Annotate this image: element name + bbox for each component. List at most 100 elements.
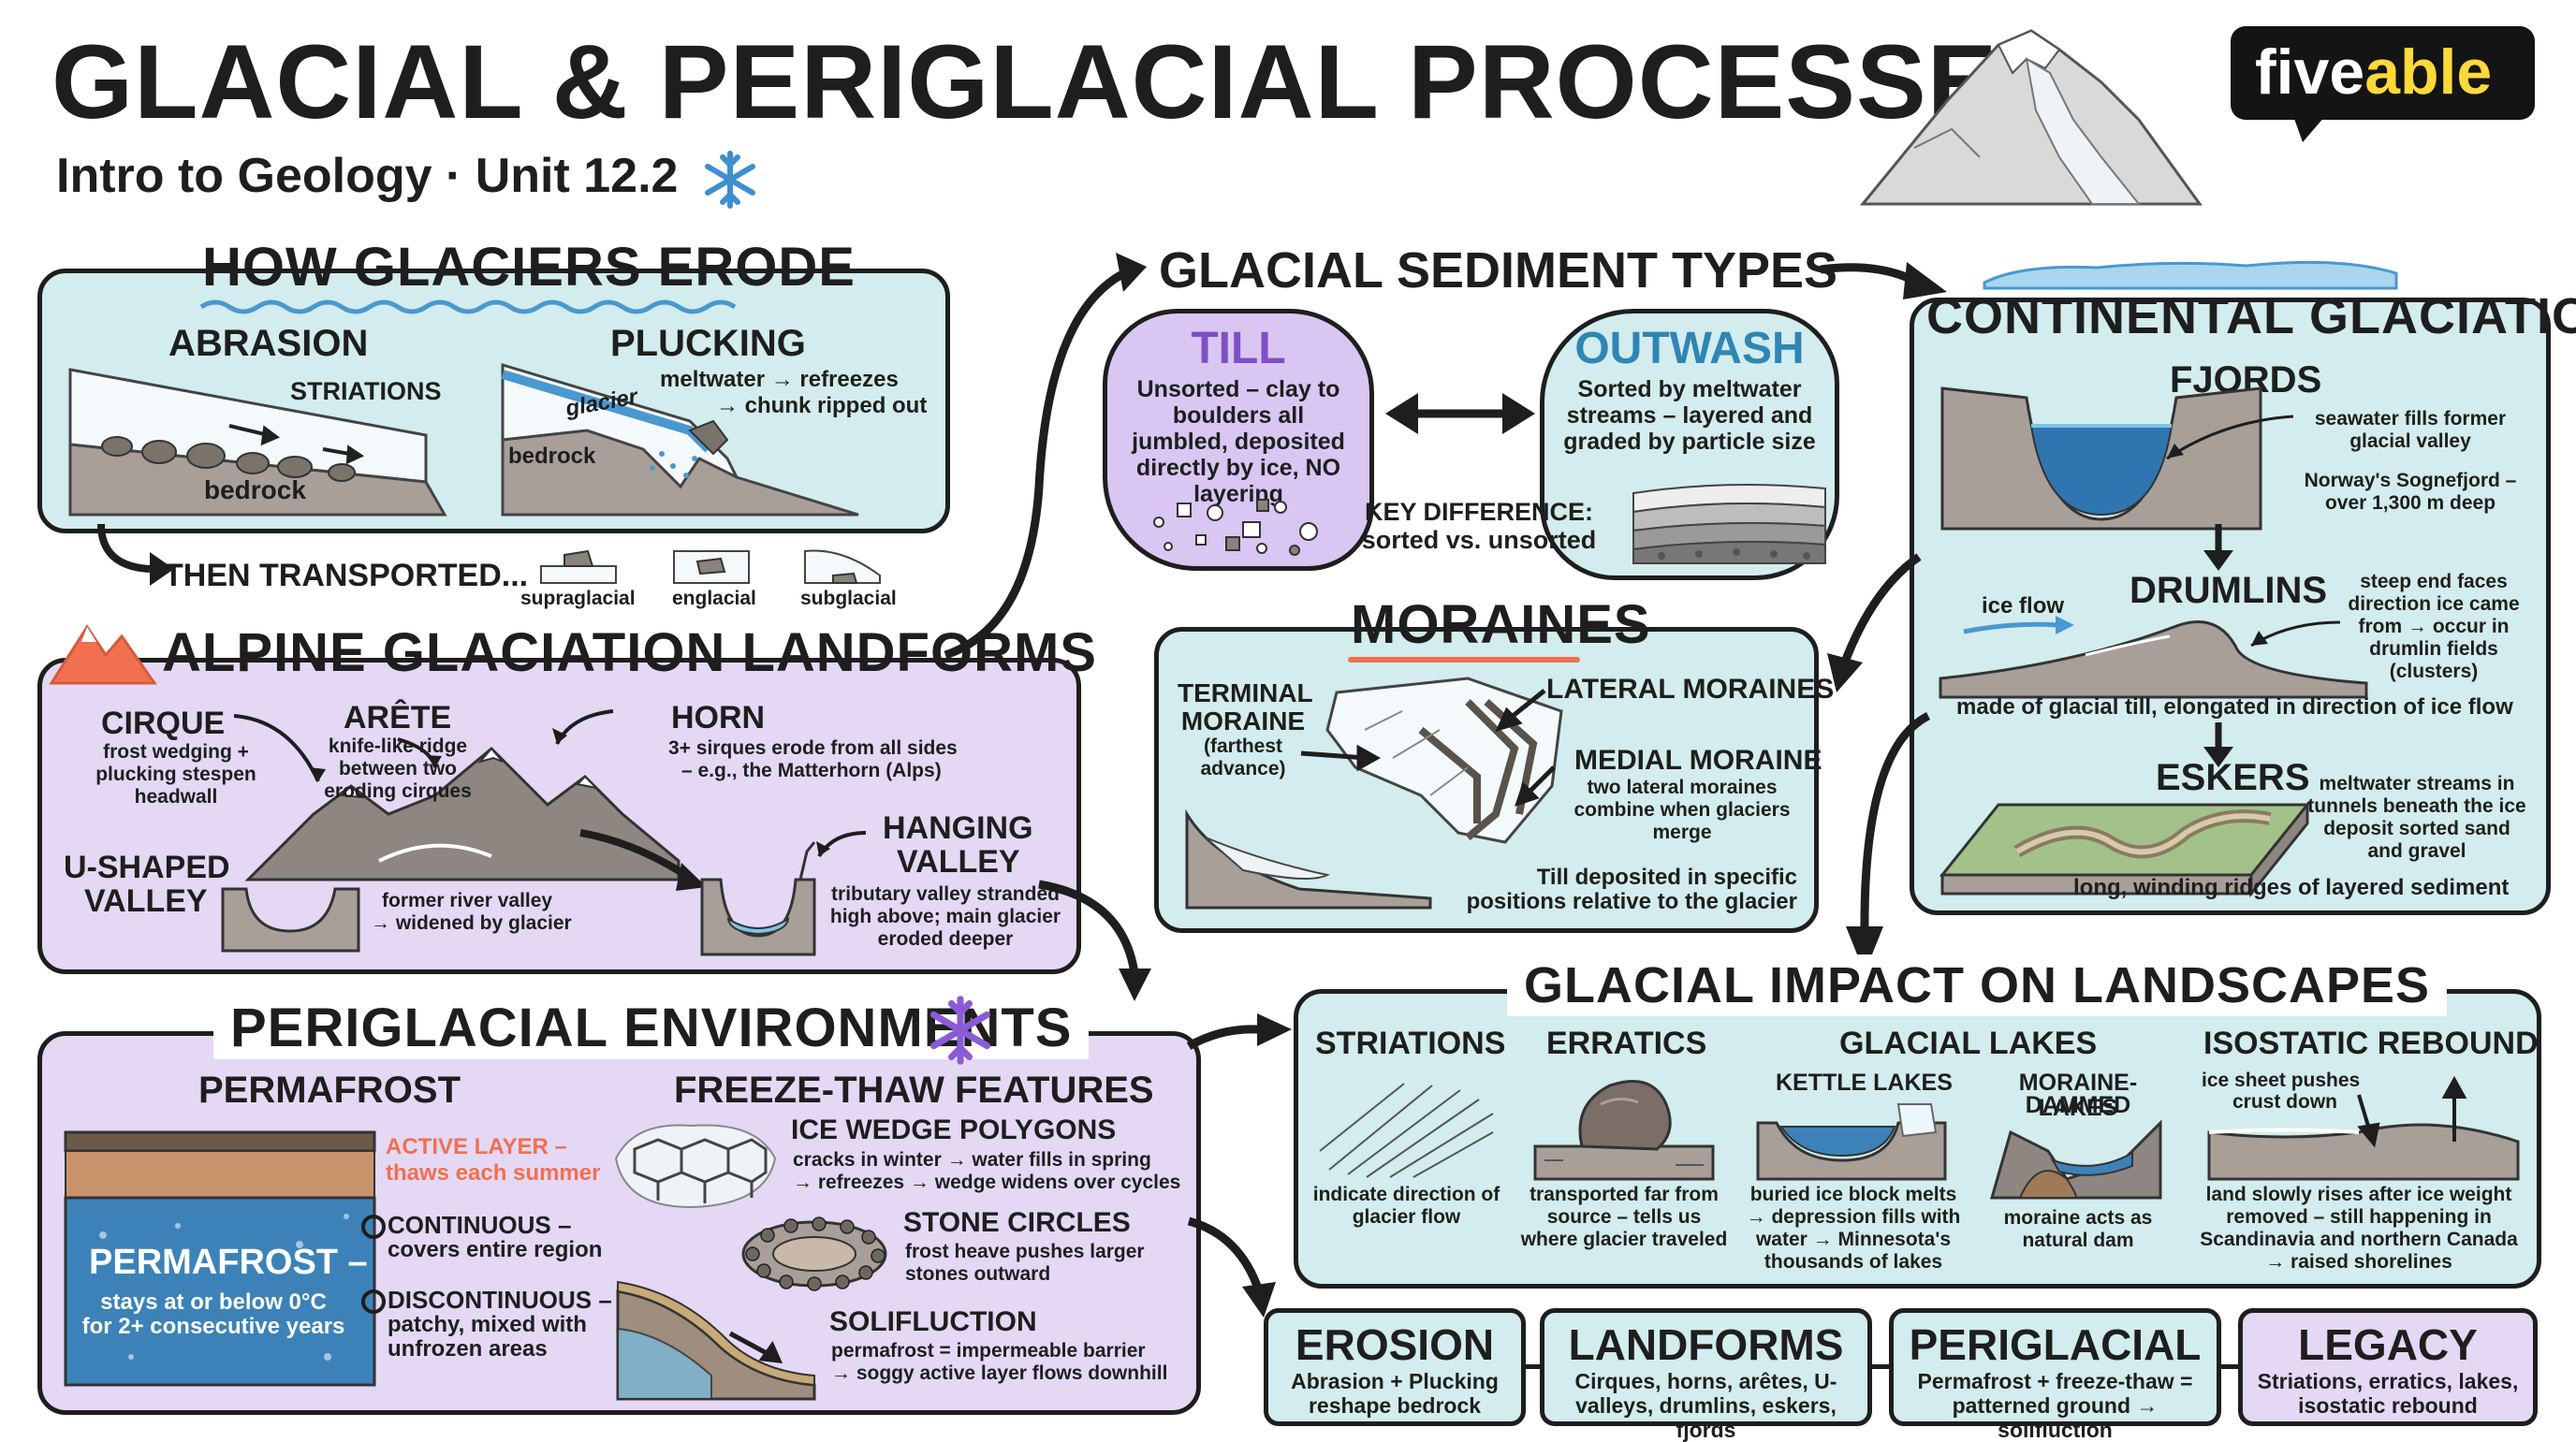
permafrost-label: PERMAFROST – xyxy=(89,1243,368,1282)
summary-legacy-title: LEGACY xyxy=(2298,1320,2478,1369)
isostatic-illustration xyxy=(2207,1075,2520,1181)
solifluction-heading: SOLIFLUCTION xyxy=(829,1306,1037,1337)
fjord-note-4: over 1,300 m deep xyxy=(2324,492,2496,514)
ice-wedge-note-2: → refreezes → wedge widens over cycles xyxy=(793,1172,1181,1193)
active-layer-label: ACTIVE LAYER – xyxy=(386,1134,567,1159)
impact-striations-heading: STRIATIONS xyxy=(1315,1026,1506,1061)
summary-connector-3 xyxy=(2219,1364,2240,1369)
summary-legacy: LEGACY Striations, erratics, lakes, isos… xyxy=(2238,1308,2538,1426)
solifluction-note-1: permafrost = impermeable barrier xyxy=(831,1340,1146,1362)
erratics-heading: ERRATICS xyxy=(1546,1026,1707,1061)
transport-arrow-icon xyxy=(97,523,174,586)
double-arrow-icon xyxy=(1385,393,1535,434)
transported-label: THEN TRANSPORTED... xyxy=(164,558,529,593)
permafrost-note-1: stays at or below 0°C xyxy=(100,1289,327,1315)
solifluction-illustration xyxy=(616,1280,816,1401)
discontinuous-note-2: unfrozen areas xyxy=(388,1336,548,1362)
u-note-2: → widened by glacier xyxy=(371,912,572,934)
alpine-title: ALPINE GLACIATION LANDFORMS xyxy=(162,622,1097,683)
logo-text-five: five xyxy=(2255,36,2365,108)
subglacial-icon xyxy=(804,549,881,584)
striations-illustration xyxy=(1319,1083,1494,1178)
summary-periglacial-note-2: patterned ground → solifluction xyxy=(1952,1393,2159,1442)
fjord-illustration xyxy=(1940,386,2262,531)
down-arrow-fjords-drumlins xyxy=(2203,524,2233,571)
plucking-note-1: meltwater → refreezes xyxy=(660,367,899,392)
summary-landforms: LANDFORMS Cirques, horns, arêtes, U- val… xyxy=(1540,1308,1872,1442)
striations-note: indicate direction of glacier flow xyxy=(1312,1184,1500,1228)
drumlin-note: steep end faces direction ice came from … xyxy=(2348,571,2520,682)
logo-pointer-icon xyxy=(2293,116,2325,142)
snowflake-icon xyxy=(705,151,755,209)
drumlin-note-arrow xyxy=(2250,620,2341,648)
u-valley-heading-1: U-SHAPED xyxy=(64,850,230,885)
wave-underline-icon xyxy=(199,299,737,314)
continuous-bullet-icon xyxy=(361,1215,386,1239)
subglacial-label: subglacial xyxy=(800,588,897,609)
fiveable-logo: fiveable xyxy=(2231,26,2535,120)
continental-title: CONTINENTAL GLACIATION xyxy=(1926,288,2576,344)
fjord-arrow xyxy=(2166,415,2294,460)
mountain-illustration xyxy=(1859,29,2203,206)
ice-wedge-note-1: cracks in winter → water fills in spring xyxy=(793,1149,1151,1171)
permafrost-heading: PERMAFROST xyxy=(198,1070,461,1111)
ice-flow-label: ice flow xyxy=(1982,593,2065,619)
down-arrow-drumlins-eskers xyxy=(2203,722,2233,767)
hanging-note: tributary valley stranded high above; ma… xyxy=(829,883,1061,950)
snowflake-icon-periglacial xyxy=(929,996,991,1065)
cirque-note: frost wedging + plucking stespen headwal… xyxy=(95,741,256,808)
permafrost-note-2: for 2+ consecutive years xyxy=(81,1314,345,1339)
horn-note-2: – e.g., the Matterhorn (Alps) xyxy=(681,760,942,781)
ice-sheet-icon xyxy=(1983,260,2398,290)
page-title: GLACIAL & PERIGLACIAL PROCESSES xyxy=(51,23,2070,140)
summary-landforms-note-1: Cirques, horns, arêtes, U- xyxy=(1574,1369,1837,1393)
summary-erosion-title: EROSION xyxy=(1295,1320,1495,1369)
horn-note-1: 3+ sirques erode from all sides xyxy=(668,737,958,759)
terminal-moraine-4: advance) xyxy=(1200,758,1286,779)
kettle-note: buried ice block melts → depression fill… xyxy=(1746,1184,1961,1273)
esker-note: meltwater streams in tunnels beneath the… xyxy=(2307,773,2526,862)
summary-erosion-note-1: Abrasion + Plucking xyxy=(1291,1369,1499,1393)
fjord-note-3: Norway's Sognefjord – xyxy=(2304,470,2517,491)
esker-bottom-note: long, winding ridges of layered sediment xyxy=(2073,875,2510,900)
eskers-heading: ESKERS xyxy=(2156,757,2310,798)
summary-erosion-note-2: reshape bedrock xyxy=(1308,1393,1482,1418)
stone-note-2: stones outward xyxy=(905,1263,1051,1285)
fjord-note-1: seawater fills former xyxy=(2314,408,2507,430)
ice-wedge-heading: ICE WEDGE POLYGONS xyxy=(791,1114,1117,1145)
moraine-dammed-heading-2: LAKES xyxy=(2038,1095,2118,1121)
terminal-moraine-1: TERMINAL xyxy=(1178,678,1313,707)
summary-landforms-note-2: valleys, drumlins, eskers, fjords xyxy=(1575,1393,1837,1442)
continuous-note: covers entire region xyxy=(388,1237,603,1262)
permafrost-illustration xyxy=(64,1130,376,1387)
discontinuous-bullet-icon xyxy=(361,1289,386,1314)
summary-legacy-note-2: isostatic rebound xyxy=(2298,1393,2478,1418)
arete-note: knife-like ridge between two eroding cir… xyxy=(324,736,472,802)
englacial-icon xyxy=(673,550,750,584)
sediment-title: GLACIAL SEDIMENT TYPES xyxy=(1159,242,1838,299)
stone-circles-illustration xyxy=(741,1216,887,1291)
supraglacial-label: supraglacial xyxy=(520,588,636,609)
summary-periglacial: PERIGLACIAL Permafrost + freeze-thaw = p… xyxy=(1889,1308,2221,1442)
striations-label: STRIATIONS xyxy=(290,377,442,405)
till-bubble xyxy=(1103,309,1374,571)
flow-arrow-continental-to-moraines xyxy=(1827,553,1922,692)
u-note-1: former river valley xyxy=(382,890,553,911)
summary-periglacial-note-1: Permafrost + freeze-thaw = xyxy=(1917,1369,2193,1393)
glacial-lakes-heading: GLACIAL LAKES xyxy=(1839,1026,2098,1061)
impact-title: GLACIAL IMPACT ON LANDSCAPES xyxy=(1507,954,2448,1016)
key-difference-1: KEY DIFFERENCE: xyxy=(1364,498,1594,526)
moraines-underline xyxy=(1348,657,1580,663)
drumlin-bottom-note: made of glacial till, elongated in direc… xyxy=(1956,694,2513,720)
till-heading: TILL xyxy=(1191,324,1286,373)
outwash-layers xyxy=(1632,484,1826,564)
plucking-heading: PLUCKING xyxy=(610,323,806,364)
englacial-label: englacial xyxy=(672,588,756,609)
hanging-valley-illustration xyxy=(579,829,816,956)
ice-wedge-illustration xyxy=(614,1124,777,1209)
periglacial-title: PERIGLACIAL ENVIRONMENTS xyxy=(213,998,1090,1059)
stone-note-1: frost heave pushes larger xyxy=(905,1241,1145,1262)
logo-text-able: able xyxy=(2364,36,2493,108)
flow-arrow-peri-to-summary xyxy=(1187,1216,1276,1318)
u-valley-heading-2: VALLEY xyxy=(84,883,208,919)
